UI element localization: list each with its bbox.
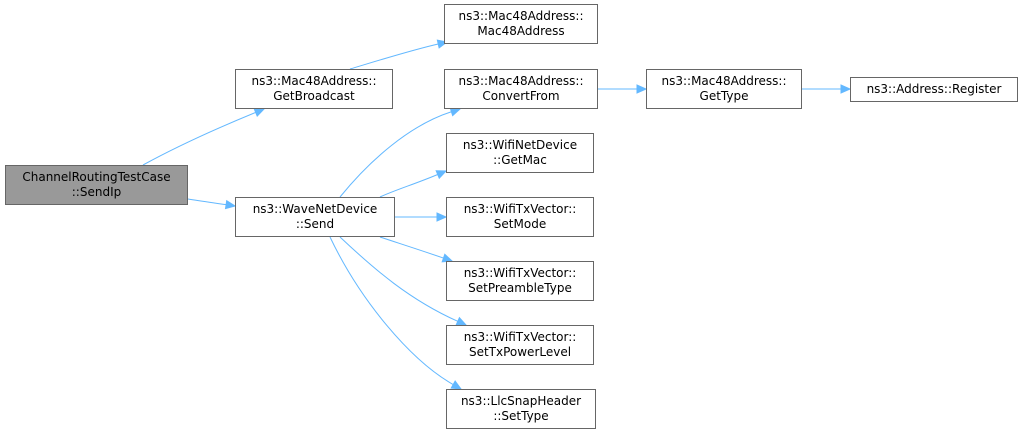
node-label-line2: GetType [699, 89, 749, 103]
node-label-line1: ns3::LlcSnapHeader [460, 394, 582, 408]
node-label-line2: SetPreambleType [468, 281, 572, 295]
node-getbroadcast[interactable]: ns3::Mac48Address::GetBroadcast [235, 69, 393, 109]
edge-wavesend-to-getmac [379, 174, 438, 198]
edge-sendip-to-getbroadcast [142, 111, 256, 166]
edge-wavesend-to-convertfrom [339, 111, 452, 198]
node-label-line2: GetBroadcast [273, 89, 355, 103]
node-wavesend[interactable]: ns3::WaveNetDevice::Send [235, 197, 395, 237]
node-label-line1: ns3::Mac48Address:: [458, 74, 584, 88]
node-label-line1: ns3::WifiTxVector:: [463, 202, 577, 216]
node-setmode[interactable]: ns3::WifiTxVector::SetMode [446, 197, 594, 237]
edge-wavesend-to-llcsettype [329, 236, 454, 385]
node-label-line2: ::SendIp [71, 185, 122, 199]
arrowhead-icon [840, 84, 852, 94]
node-settxpower[interactable]: ns3::WifiTxVector::SetTxPowerLevel [446, 325, 594, 365]
node-getmac[interactable]: ns3::WifiNetDevice::GetMac [446, 133, 594, 173]
node-label-line2: SetMode [493, 217, 547, 231]
node-label-line1: ns3::WaveNetDevice [252, 202, 378, 216]
node-label-line1: ns3::Mac48Address:: [458, 9, 584, 23]
node-convertfrom[interactable]: ns3::Mac48Address::ConvertFrom [444, 69, 598, 109]
arrowhead-icon [449, 107, 462, 117]
arrowhead-icon [224, 199, 237, 210]
node-label-line1: ns3::WifiNetDevice [462, 138, 578, 152]
arrowhead-icon [436, 212, 448, 222]
node-label-line2: ::SetType [493, 409, 549, 423]
node-label-line2: SetTxPowerLevel [468, 345, 572, 359]
node-gettype[interactable]: ns3::Mac48Address::GetType [646, 69, 802, 109]
arrowhead-icon [253, 108, 266, 118]
arrowhead-icon [450, 380, 463, 390]
edge-getbroadcast-to-mac48ctor [349, 43, 439, 70]
node-label-line1: ns3::Address::Register [866, 82, 1002, 96]
node-setpreamble[interactable]: ns3::WifiTxVector::SetPreambleType [446, 261, 594, 301]
arrowhead-icon [435, 170, 448, 180]
edge-sendip-to-wavesend [187, 198, 227, 206]
node-label-line1: ChannelRoutingTestCase [22, 170, 171, 184]
node-label-line1: ns3::WifiTxVector:: [463, 266, 577, 280]
node-label-line1: ns3::Mac48Address:: [251, 74, 377, 88]
edge-wavesend-to-settxpower [339, 236, 458, 322]
node-label-line1: ns3::Mac48Address:: [661, 74, 787, 88]
node-label-line2: ConvertFrom [482, 89, 560, 103]
node-label-line2: Mac48Address [477, 24, 565, 38]
arrowhead-icon [455, 316, 468, 326]
node-mac48ctor[interactable]: ns3::Mac48Address::Mac48Address [444, 4, 598, 44]
node-register[interactable]: ns3::Address::Register [850, 77, 1018, 102]
node-label-line2: ::Send [295, 217, 335, 231]
node-sendip: ChannelRoutingTestCase::SendIp [5, 165, 188, 205]
node-label-line2: ::GetMac [493, 153, 547, 167]
node-label-line1: ns3::WifiTxVector:: [463, 330, 577, 344]
node-llcsettype[interactable]: ns3::LlcSnapHeader::SetType [446, 389, 596, 429]
edge-wavesend-to-setpreamble [379, 236, 444, 259]
arrowhead-icon [636, 84, 648, 94]
